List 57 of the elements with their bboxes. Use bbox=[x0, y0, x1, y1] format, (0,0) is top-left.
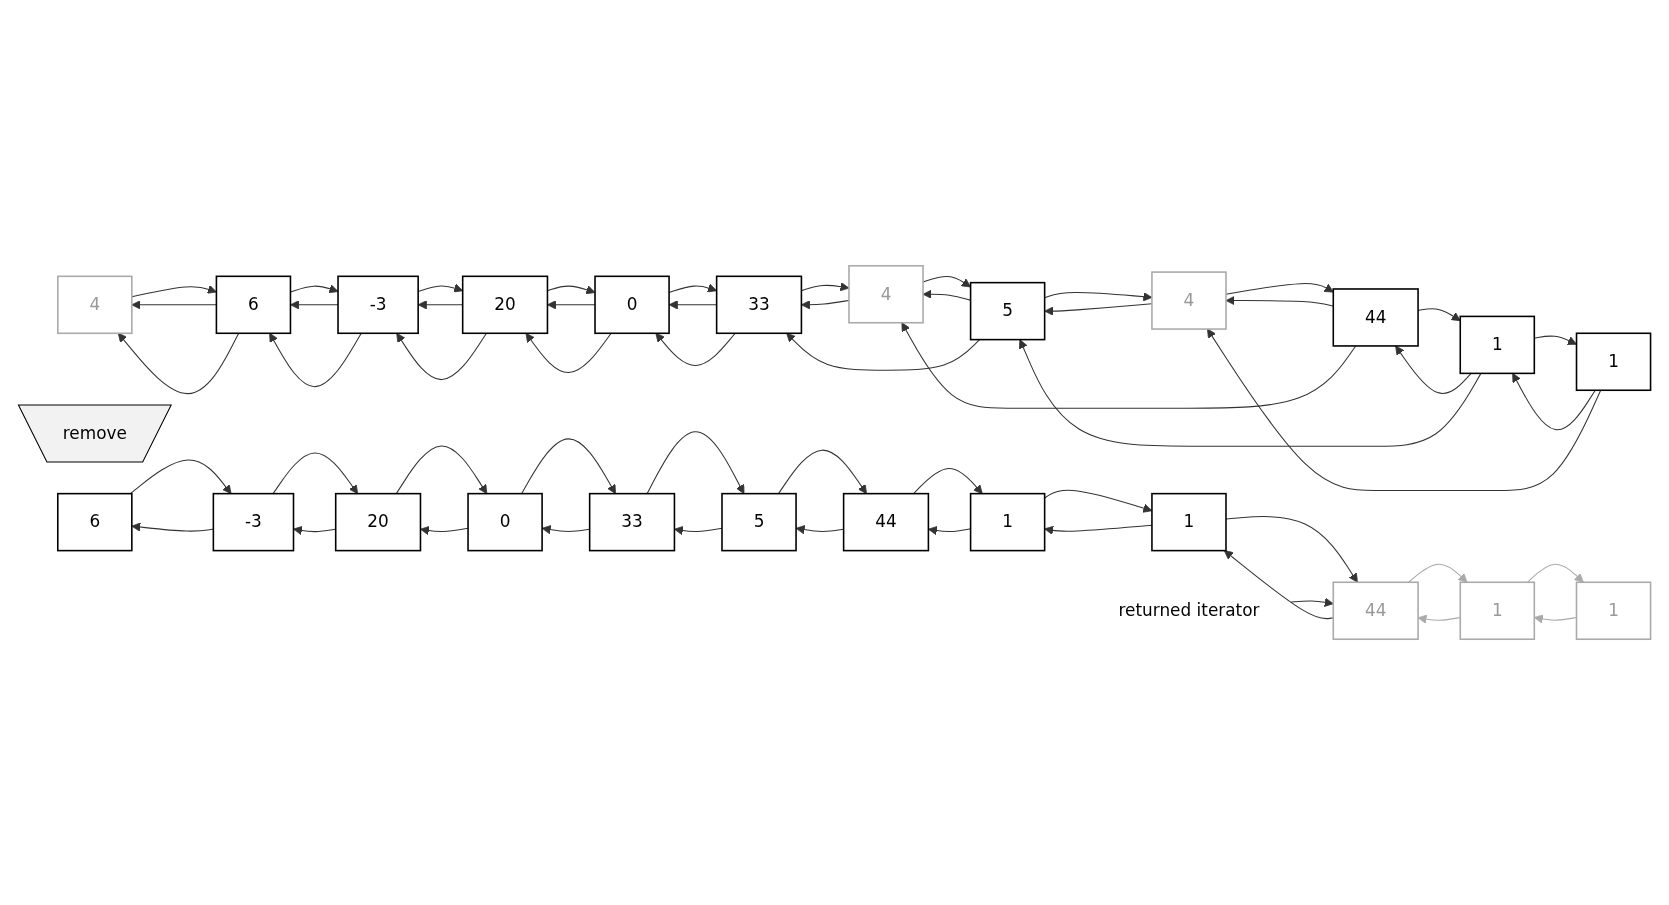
arrow bbox=[547, 300, 596, 310]
arrow bbox=[1223, 550, 1334, 620]
node-box: 33 bbox=[715, 275, 803, 335]
arrow bbox=[131, 522, 214, 532]
arrow bbox=[674, 525, 723, 536]
arrow bbox=[272, 452, 359, 495]
arrow bbox=[269, 332, 362, 388]
node-box: 20 bbox=[334, 492, 422, 552]
node-box: 0 bbox=[467, 492, 543, 552]
node-box: 6 bbox=[215, 275, 292, 335]
arrow bbox=[521, 438, 616, 495]
arrow bbox=[129, 459, 232, 495]
node-box: -3 bbox=[337, 275, 419, 335]
node-text: returned iterator bbox=[1118, 600, 1260, 621]
arrow bbox=[131, 300, 217, 310]
node-box: 4 bbox=[848, 264, 924, 324]
arrow bbox=[1408, 563, 1468, 583]
arrow bbox=[1018, 339, 1482, 447]
node-box: 44 bbox=[1332, 288, 1419, 347]
arrow bbox=[1290, 597, 1334, 607]
node-box: 1 bbox=[969, 492, 1046, 552]
node-box: 5 bbox=[969, 281, 1046, 341]
arrow bbox=[396, 332, 487, 381]
node-box: 0 bbox=[594, 275, 670, 335]
node-box: 33 bbox=[588, 492, 676, 552]
node-box: 1 bbox=[1151, 492, 1227, 552]
arrow bbox=[1225, 295, 1334, 307]
arrow bbox=[525, 332, 612, 374]
node-box: 6 bbox=[57, 492, 133, 552]
arrow bbox=[1526, 563, 1584, 583]
arrow bbox=[1225, 283, 1334, 295]
arrow bbox=[1512, 372, 1596, 431]
arrow bbox=[420, 525, 469, 536]
arrow bbox=[646, 431, 745, 495]
arrow bbox=[901, 322, 1357, 409]
node-box: 1 bbox=[1459, 315, 1536, 375]
node-box: 1 bbox=[1575, 332, 1652, 392]
arrow bbox=[131, 284, 217, 298]
arrow bbox=[913, 467, 983, 495]
node-box: 4 bbox=[57, 275, 133, 335]
node-box: 5 bbox=[721, 492, 797, 552]
node-box: 44 bbox=[842, 492, 930, 552]
arrow bbox=[786, 332, 981, 371]
arrow bbox=[117, 332, 240, 395]
node-box: 1 bbox=[1575, 581, 1652, 641]
arrow bbox=[395, 445, 488, 495]
arrow bbox=[655, 332, 736, 366]
arrow bbox=[1207, 328, 1602, 491]
arrow bbox=[778, 449, 867, 495]
node-box: 4 bbox=[1151, 271, 1227, 330]
arrow bbox=[290, 300, 339, 310]
arrow bbox=[1225, 516, 1358, 583]
node-box: -3 bbox=[212, 492, 295, 552]
arrow bbox=[1395, 345, 1472, 394]
node-box: 1 bbox=[1459, 581, 1536, 641]
node-box: 20 bbox=[461, 275, 549, 335]
node-box: 44 bbox=[1332, 581, 1419, 641]
